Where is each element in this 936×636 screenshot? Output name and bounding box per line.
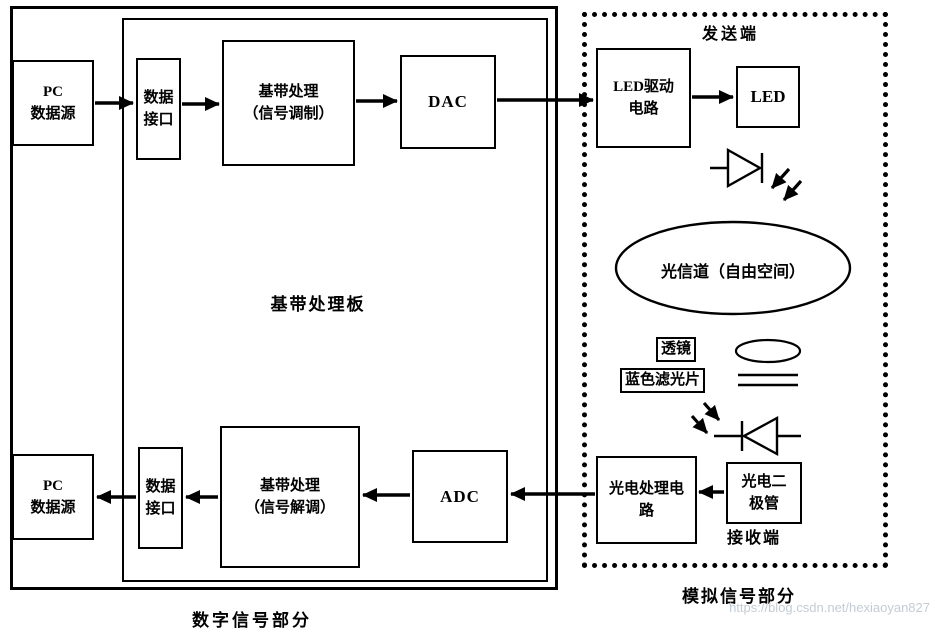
- rx-data-interface-box: 数据 接口: [138, 447, 183, 549]
- baseband-board-frame: [122, 18, 548, 582]
- digital-section-outer-frame: [10, 6, 558, 590]
- photodiode-box: 光电二 极管: [726, 462, 802, 524]
- send-end-label: 发送端: [702, 26, 760, 43]
- optical-channel-label: 光信道（自由空间）: [660, 264, 805, 281]
- tx-pc-data-source-box: PC 数据源: [12, 60, 94, 146]
- analog-section-dotted-frame: [582, 12, 888, 568]
- lens-label: 透镜: [656, 337, 697, 362]
- rx-baseband-demodulation-box: 基带处理 （信号解调）: [220, 426, 360, 568]
- adc-box: ADC: [412, 450, 508, 543]
- dac-box: DAC: [400, 55, 496, 149]
- photoelectric-processing-circuit-box: 光电处理电 路: [596, 456, 697, 544]
- analog-section-label: 模拟信号部分: [682, 587, 796, 606]
- watermark-text: https://blog.csdn.net/hexiaoyan827: [729, 600, 930, 615]
- tx-baseband-modulation-box: 基带处理 （信号调制）: [222, 40, 355, 166]
- receive-end-label: 接收端: [727, 530, 782, 547]
- led-box: LED: [736, 66, 800, 128]
- digital-section-label: 数字信号部分: [192, 611, 312, 630]
- tx-data-interface-box: 数据 接口: [136, 58, 181, 160]
- led-driver-circuit-box: LED驱动 电路: [596, 48, 691, 148]
- blue-filter-label: 蓝色滤光片: [620, 368, 706, 393]
- rx-pc-data-source-box: PC 数据源: [12, 454, 94, 540]
- baseband-board-label: 基带处理板: [270, 295, 366, 314]
